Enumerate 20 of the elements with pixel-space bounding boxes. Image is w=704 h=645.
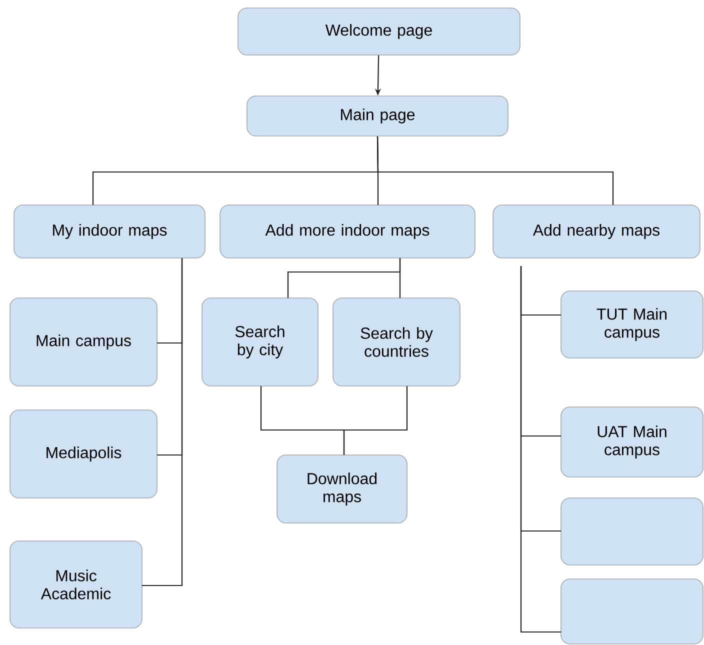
page-box: Welcome page <box>238 8 520 56</box>
page-box: Mediapolis <box>10 410 158 498</box>
connector-line <box>142 258 183 586</box>
page-box: Search by city <box>202 298 318 386</box>
connector-line <box>343 386 408 455</box>
page-box: Main campus <box>10 298 158 386</box>
page-box: UAT Main campus <box>560 406 704 478</box>
connector-line <box>399 258 401 298</box>
page-box: TUT Main campus <box>560 290 704 358</box>
empty-page-box <box>560 578 704 644</box>
connector-line <box>520 266 561 633</box>
page-box: My indoor maps <box>14 204 206 258</box>
page-box: Add more indoor maps <box>220 204 476 258</box>
page-box: Add nearby maps <box>492 204 700 258</box>
connector-line <box>376 136 614 205</box>
page-box: Music Academic <box>10 540 142 628</box>
empty-page-box <box>560 498 704 566</box>
page-box: Main page <box>246 96 508 136</box>
page-box: Download maps <box>276 454 408 524</box>
page-box: Search by countries <box>332 298 460 386</box>
